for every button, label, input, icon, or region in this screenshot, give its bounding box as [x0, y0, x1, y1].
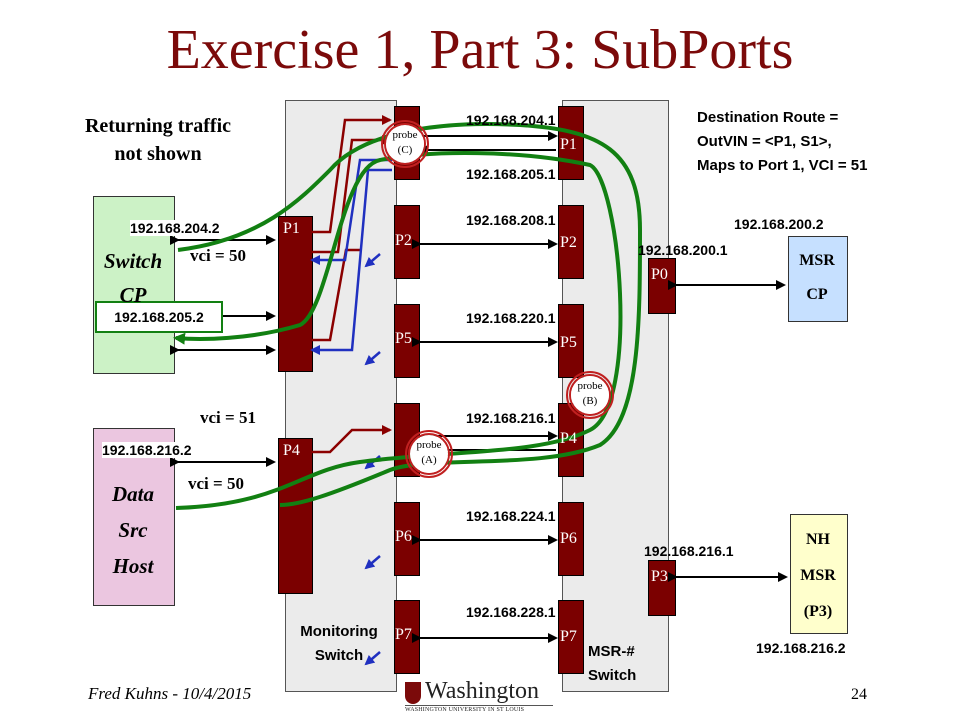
probe-fills [386, 125, 609, 473]
probe-b-word: probe [577, 380, 603, 392]
mon-left-port-label-2: P4 [283, 442, 300, 459]
mon-right-port-label-p6: P6 [395, 528, 412, 545]
msr-port-label-p0: P0 [651, 266, 668, 283]
switch-cp-label: Switch CP [93, 244, 173, 312]
data-src-label-line3: Host [112, 554, 154, 578]
nh-msr-label-line2: MSR [800, 567, 836, 584]
probe-b-tag: (B) [582, 395, 598, 407]
probe-a-label: probe (A) [410, 438, 448, 468]
msr-port-3 [648, 560, 676, 616]
probe-c-tag: (C) [397, 144, 413, 156]
nh-msr-box [790, 514, 848, 634]
switch-cp-label-line1: Switch [103, 249, 163, 273]
probe-a-word: probe [416, 439, 442, 451]
switch-cp-label-line2: CP [119, 283, 147, 307]
msr-port-label-p1: P1 [560, 136, 577, 153]
returning-note-line2: not shown [114, 143, 202, 165]
logo-shield-icon [405, 682, 421, 704]
msr-cp-box [788, 236, 848, 322]
msr-port-label-p3: P3 [651, 568, 668, 585]
returning-traffic-note: Returning traffic not shown [60, 112, 256, 168]
monitoring-switch-label-line2: Switch [314, 647, 364, 664]
msr-cp-ip: 192.168.200.2 [734, 216, 824, 232]
msr-switch-label-line2: Switch [588, 667, 637, 684]
mon-right-port-5 [394, 304, 420, 378]
msr-port-label-p6: P6 [560, 530, 577, 547]
logo-wordmark: Washington [425, 678, 540, 704]
university-logo: Washington WASHINGTON UNIVERSITY IN ST L… [405, 678, 553, 714]
link-ip-220: 192.168.220.1 [466, 310, 556, 326]
link-ip-224: 192.168.224.1 [466, 508, 556, 524]
msr-port-5 [558, 304, 584, 378]
mon-right-port-label-p7: P7 [395, 626, 412, 643]
msr-cp-label: MSR CP [788, 244, 846, 312]
msr-switch-label: MSR-# Switch [588, 640, 636, 688]
probe-b-label: probe (B) [571, 379, 609, 409]
internal-red-paths [312, 115, 392, 454]
slide-title: Exercise 1, Part 3: SubPorts [166, 19, 794, 81]
data-src-ip: 192.168.216.2 [102, 442, 192, 458]
nh-msr-label: NH MSR (P3) [790, 522, 846, 630]
link-ip-204: 192.168.204.1 [466, 112, 556, 128]
msr-port-label-p4: P4 [560, 430, 577, 447]
data-src-label-line1: Data [112, 482, 154, 506]
destination-route-note: Destination Route = OutVIN = <P1, S1>, M… [697, 106, 867, 178]
destination-note-line2: OutVIN = <P1, S1>, [697, 133, 832, 150]
nh-msr-ip: 192.168.216.2 [756, 640, 846, 656]
destination-note-line1: Destination Route = [697, 109, 839, 126]
msr-port-1 [558, 106, 584, 180]
probe-c-label: probe (C) [386, 128, 424, 158]
msr-p0-ip: 192.168.200.1 [638, 242, 728, 258]
internal-blue-paths [310, 158, 392, 666]
link-ip-208: 192.168.208.1 [466, 212, 556, 228]
page-number: 24 [851, 686, 867, 703]
link-ip-216: 192.168.216.1 [466, 410, 556, 426]
returning-note-line1: Returning traffic [84, 115, 232, 137]
msr-port-6 [558, 502, 584, 576]
link-ip-205: 192.168.205.1 [466, 166, 556, 182]
data-src-label-line2: Src [118, 518, 148, 542]
switch-cp-ip-top: 192.168.204.2 [130, 220, 220, 236]
mon-port-p4 [278, 438, 313, 594]
vci-mid: vci = 51 [200, 408, 256, 427]
mon-port-p1 [278, 216, 313, 372]
mon-right-port-label-p2: P2 [395, 232, 412, 249]
probe-c-word: probe [392, 129, 418, 141]
nh-p3-ip: 192.168.216.1 [644, 543, 734, 559]
mon-right-port-label-p5: P5 [395, 330, 412, 347]
msr-port-7 [558, 600, 584, 674]
msr-port-label-p2: P2 [560, 234, 577, 251]
logo-subtitle: WASHINGTON UNIVERSITY IN ST LOUIS [405, 705, 553, 713]
msr-cp-label-line2: CP [806, 286, 828, 303]
destination-note-line3: Maps to Port 1, VCI = 51 [697, 157, 868, 174]
vci-cp-top: vci = 50 [190, 246, 246, 265]
msr-port-label-p5: P5 [560, 334, 577, 351]
msr-port-label-p7: P7 [560, 628, 577, 645]
switch-cp-ip-bottom: 192.168.205.2 [95, 301, 223, 333]
monitoring-switch-label: Monitoring Switch [284, 620, 394, 668]
msr-cp-label-line1: MSR [799, 252, 835, 269]
nh-msr-label-line3: (P3) [803, 603, 833, 620]
footer-author: Fred Kuhns - 10/4/2015 [88, 684, 252, 703]
vci-data: vci = 50 [188, 474, 244, 493]
nh-msr-label-line1: NH [806, 531, 830, 548]
link-ip-228: 192.168.228.1 [466, 604, 556, 620]
mon-left-port-label-1: P1 [283, 220, 300, 237]
msr-switch-label-line1: MSR-# [588, 643, 635, 660]
probe-a-tag: (A) [421, 454, 437, 466]
msr-port-2 [558, 205, 584, 279]
probe-rings [381, 120, 614, 478]
data-src-label: Data Src Host [93, 476, 173, 584]
monitoring-switch-label-line1: Monitoring [300, 623, 378, 640]
